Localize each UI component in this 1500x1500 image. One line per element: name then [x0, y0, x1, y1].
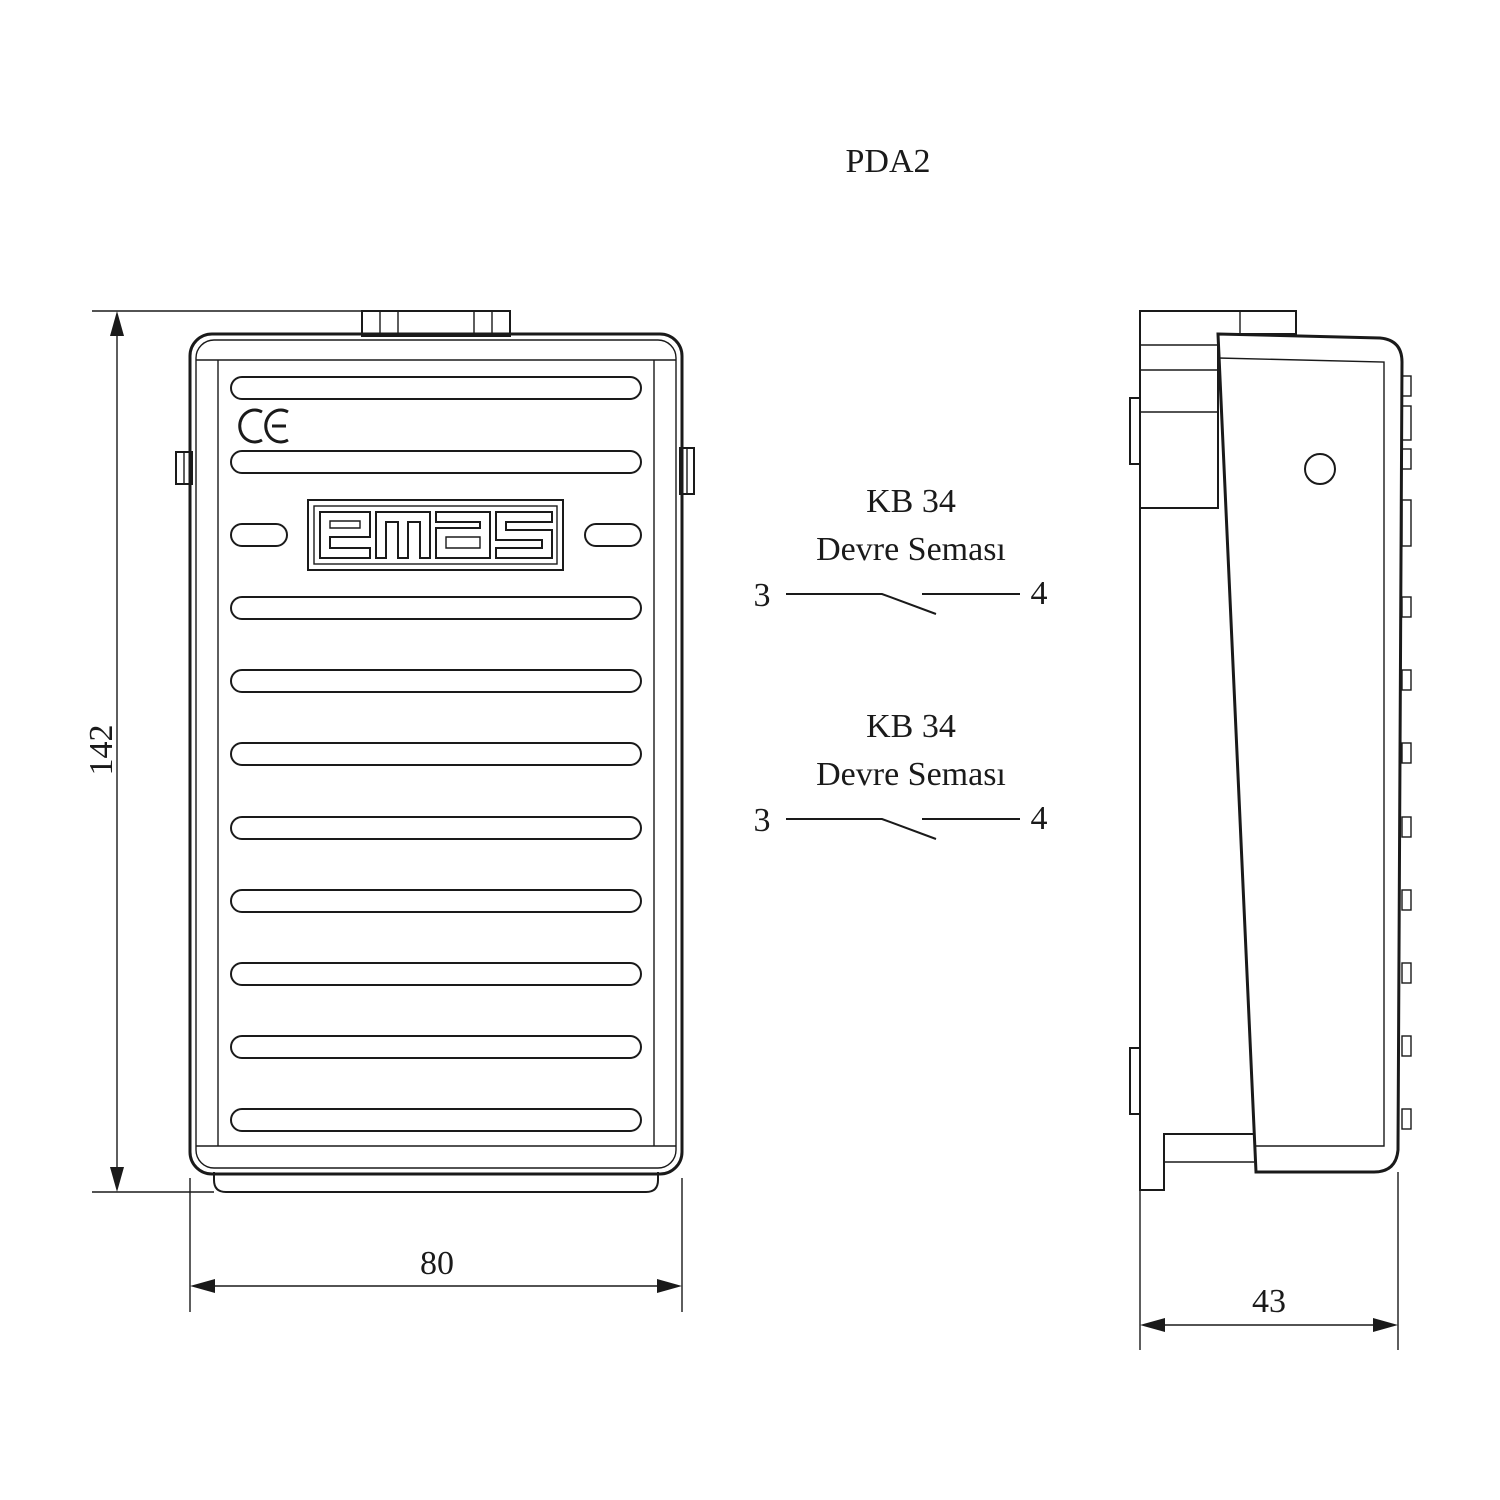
- bottom-foot: [213, 1172, 659, 1193]
- side-view: [1129, 310, 1412, 1191]
- circuit-diagram-2: KB 34 Devre Seması 3 4: [754, 708, 1048, 840]
- vent-slot: [230, 1035, 642, 1059]
- width-label: 80: [420, 1245, 454, 1282]
- ventilation-slots: [230, 376, 642, 1132]
- switch-contact: [786, 593, 937, 615]
- ce-mark: [238, 408, 289, 444]
- width-dimension: 80: [189, 1178, 683, 1312]
- terminal-right: 4: [1031, 575, 1048, 612]
- vent-slot: [230, 742, 642, 766]
- vent-slot: [230, 450, 642, 474]
- front-view: [175, 310, 695, 1193]
- vent-slot: [230, 962, 642, 986]
- height-label: 142: [83, 725, 120, 776]
- pedal-housing: [1216, 332, 1404, 1174]
- circuit-diagram-1: KB 34 Devre Seması 3 4: [754, 483, 1048, 615]
- circuit-model: KB 34: [866, 483, 956, 520]
- depth-dimension: 43: [1139, 1172, 1399, 1350]
- vent-slot: [230, 889, 642, 913]
- switch-contact: [786, 818, 937, 840]
- terminal-left: 3: [754, 802, 771, 839]
- vent-slot: [230, 376, 642, 400]
- side-foot: [1139, 1133, 1254, 1191]
- circuit-caption: Devre Seması: [816, 756, 1006, 793]
- housing-outline: [188, 332, 684, 1176]
- vent-slot: [230, 669, 642, 693]
- depth-label: 43: [1252, 1283, 1286, 1320]
- top-connector: [361, 310, 511, 337]
- side-notches: [1401, 375, 1412, 1130]
- vent-slot-short-right: [584, 523, 642, 547]
- side-clip-lower: [1129, 1047, 1141, 1115]
- vent-slot-short-left: [230, 523, 288, 547]
- vent-slot: [230, 596, 642, 620]
- emas-logo: [307, 499, 564, 571]
- housing-bezel: [195, 339, 677, 1169]
- vent-slot: [230, 1108, 642, 1132]
- circuit-caption: Devre Seması: [816, 531, 1006, 568]
- side-indicator-circle: [1304, 453, 1336, 485]
- side-clip-upper: [1129, 397, 1141, 465]
- height-dimension: 142: [83, 310, 362, 1193]
- circuit-model: KB 34: [866, 708, 956, 745]
- terminal-right: 4: [1031, 800, 1048, 837]
- vent-slot: [230, 816, 642, 840]
- terminal-left: 3: [754, 577, 771, 614]
- drawing-title: PDA2: [845, 143, 930, 180]
